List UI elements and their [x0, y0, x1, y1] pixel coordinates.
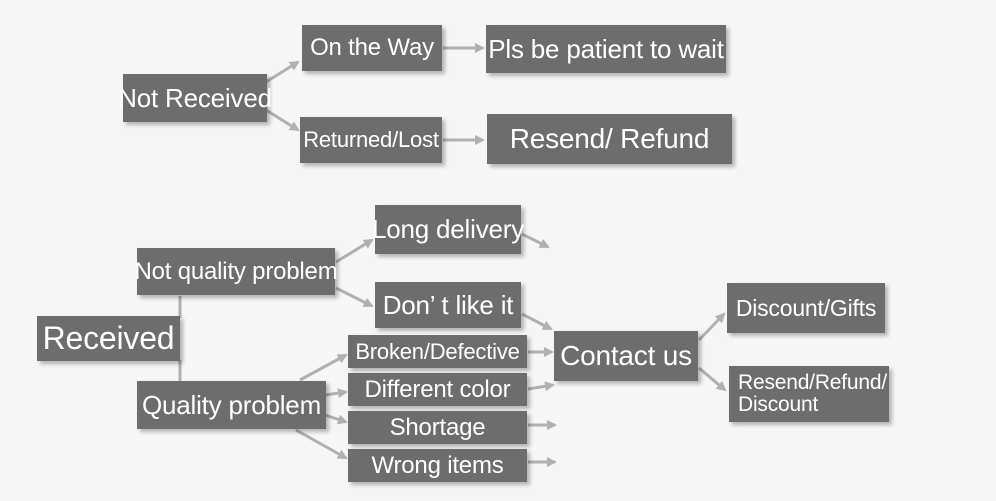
- node-returned-lost: Returned/Lost: [300, 117, 442, 163]
- arrow-quality-to-broken: [299, 353, 348, 382]
- node-not-quality-problem: Not quality problem: [134, 248, 338, 295]
- node-shortage: Shortage: [348, 411, 527, 444]
- node-pls-be-patient-label: Pls be patient to wait: [488, 33, 724, 64]
- node-not-received-label: Not Received: [118, 82, 272, 113]
- node-broken-defective: Broken/Defective: [348, 335, 527, 368]
- node-shortage-label: Shortage: [389, 413, 486, 441]
- node-on-the-way-label: On the Way: [310, 34, 434, 61]
- node-quality-problem-label: Quality problem: [141, 389, 322, 420]
- arrow-not-received-to-on-the-way: [265, 60, 300, 84]
- node-long-delivery-label: Long delivery: [371, 214, 525, 244]
- arrow-not-quality-to-dont-like: [335, 286, 374, 308]
- arrow-quality-to-color: [324, 388, 348, 399]
- node-contact-us: Contact us: [554, 331, 698, 381]
- arrow-color-out: [527, 381, 555, 392]
- node-dont-like-it-label: Don’ t like it: [382, 289, 514, 320]
- node-received: Received: [37, 316, 180, 361]
- node-returned-lost-label: Returned/Lost: [303, 127, 439, 152]
- node-dont-like-it: Don’ t like it: [375, 282, 521, 328]
- node-resend-refund-label: Resend/ Refund: [509, 123, 710, 154]
- node-long-delivery: Long delivery: [371, 205, 525, 254]
- node-contact-us-label: Contact us: [560, 340, 692, 371]
- node-on-the-way: On the Way: [302, 25, 442, 71]
- arrow-not-received-to-returned-lost: [265, 108, 300, 132]
- node-broken-defective-label: Broken/Defective: [355, 338, 520, 364]
- node-not-quality-problem-label: Not quality problem: [134, 257, 338, 285]
- node-different-color-label: Different color: [364, 375, 511, 403]
- node-quality-problem: Quality problem: [137, 381, 326, 429]
- node-resend-refund-discount-line2: Discount: [738, 393, 819, 416]
- arrow-long-delivery-out: [521, 232, 550, 249]
- node-wrong-items: Wrong items: [348, 449, 527, 482]
- node-discount-gifts: Discount/Gifts: [727, 283, 885, 333]
- node-resend-refund-discount: Resend/Refund/ Discount: [729, 366, 889, 422]
- node-different-color: Different color: [348, 373, 527, 406]
- arrow-contact-to-resend-refund-discount: [698, 366, 727, 392]
- node-resend-refund-discount-line1: Resend/Refund/: [738, 370, 887, 394]
- node-discount-gifts-label: Discount/Gifts: [735, 294, 877, 321]
- arrow-dont-like-to-contact: [521, 312, 553, 331]
- node-wrong-items-label: Wrong items: [371, 451, 504, 479]
- node-not-received: Not Received: [118, 74, 272, 122]
- arrow-not-quality-to-long-delivery: [335, 238, 374, 264]
- node-received-label: Received: [42, 320, 175, 356]
- arrow-quality-to-shortage: [324, 413, 348, 425]
- arrow-quality-to-wrong: [295, 428, 348, 460]
- node-pls-be-patient: Pls be patient to wait: [486, 25, 726, 73]
- node-resend-refund: Resend/ Refund: [487, 114, 732, 164]
- arrow-contact-to-discount-gifts: [697, 312, 726, 342]
